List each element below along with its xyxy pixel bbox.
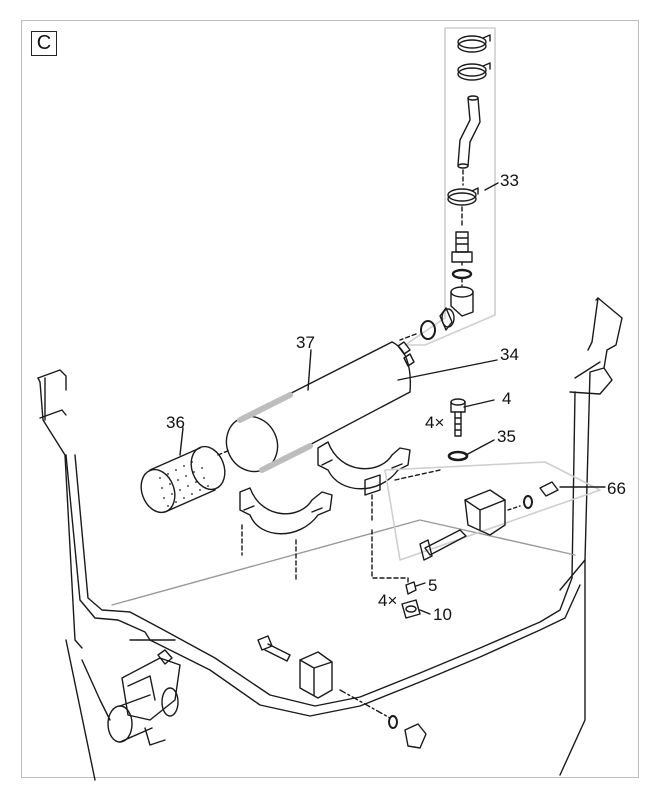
front-fastener-set	[257, 635, 427, 749]
callout-4: 4	[502, 389, 511, 408]
filter-cartridge	[217, 341, 415, 473]
callout-36: 36	[166, 413, 185, 432]
mounting-brackets	[239, 441, 441, 581]
mounting-plate	[384, 461, 601, 561]
callout-34: 34	[500, 345, 519, 364]
filter-sleeve	[140, 445, 226, 514]
tank-tray	[37, 297, 623, 781]
bolt-and-washer	[447, 398, 469, 462]
callout-10: 10	[433, 605, 452, 624]
washer-and-nut	[371, 529, 421, 619]
callout-66: 66	[607, 479, 626, 498]
callout-37: 37	[296, 333, 315, 352]
callout-5: 5	[428, 576, 437, 595]
hose-assembly-panel	[399, 27, 496, 346]
callout-5-quantity: 4×	[378, 591, 397, 610]
callout-35: 35	[497, 427, 516, 446]
drain-valve	[107, 649, 181, 746]
section-label: C	[31, 31, 57, 56]
callout-labels: 33 37 34 36 4 4× 35 66 5 4× 10	[166, 171, 626, 624]
leader-lines	[179, 182, 606, 615]
callout-4-quantity: 4×	[425, 413, 444, 432]
diagram-frame	[21, 20, 639, 778]
callout-33: 33	[500, 171, 519, 190]
